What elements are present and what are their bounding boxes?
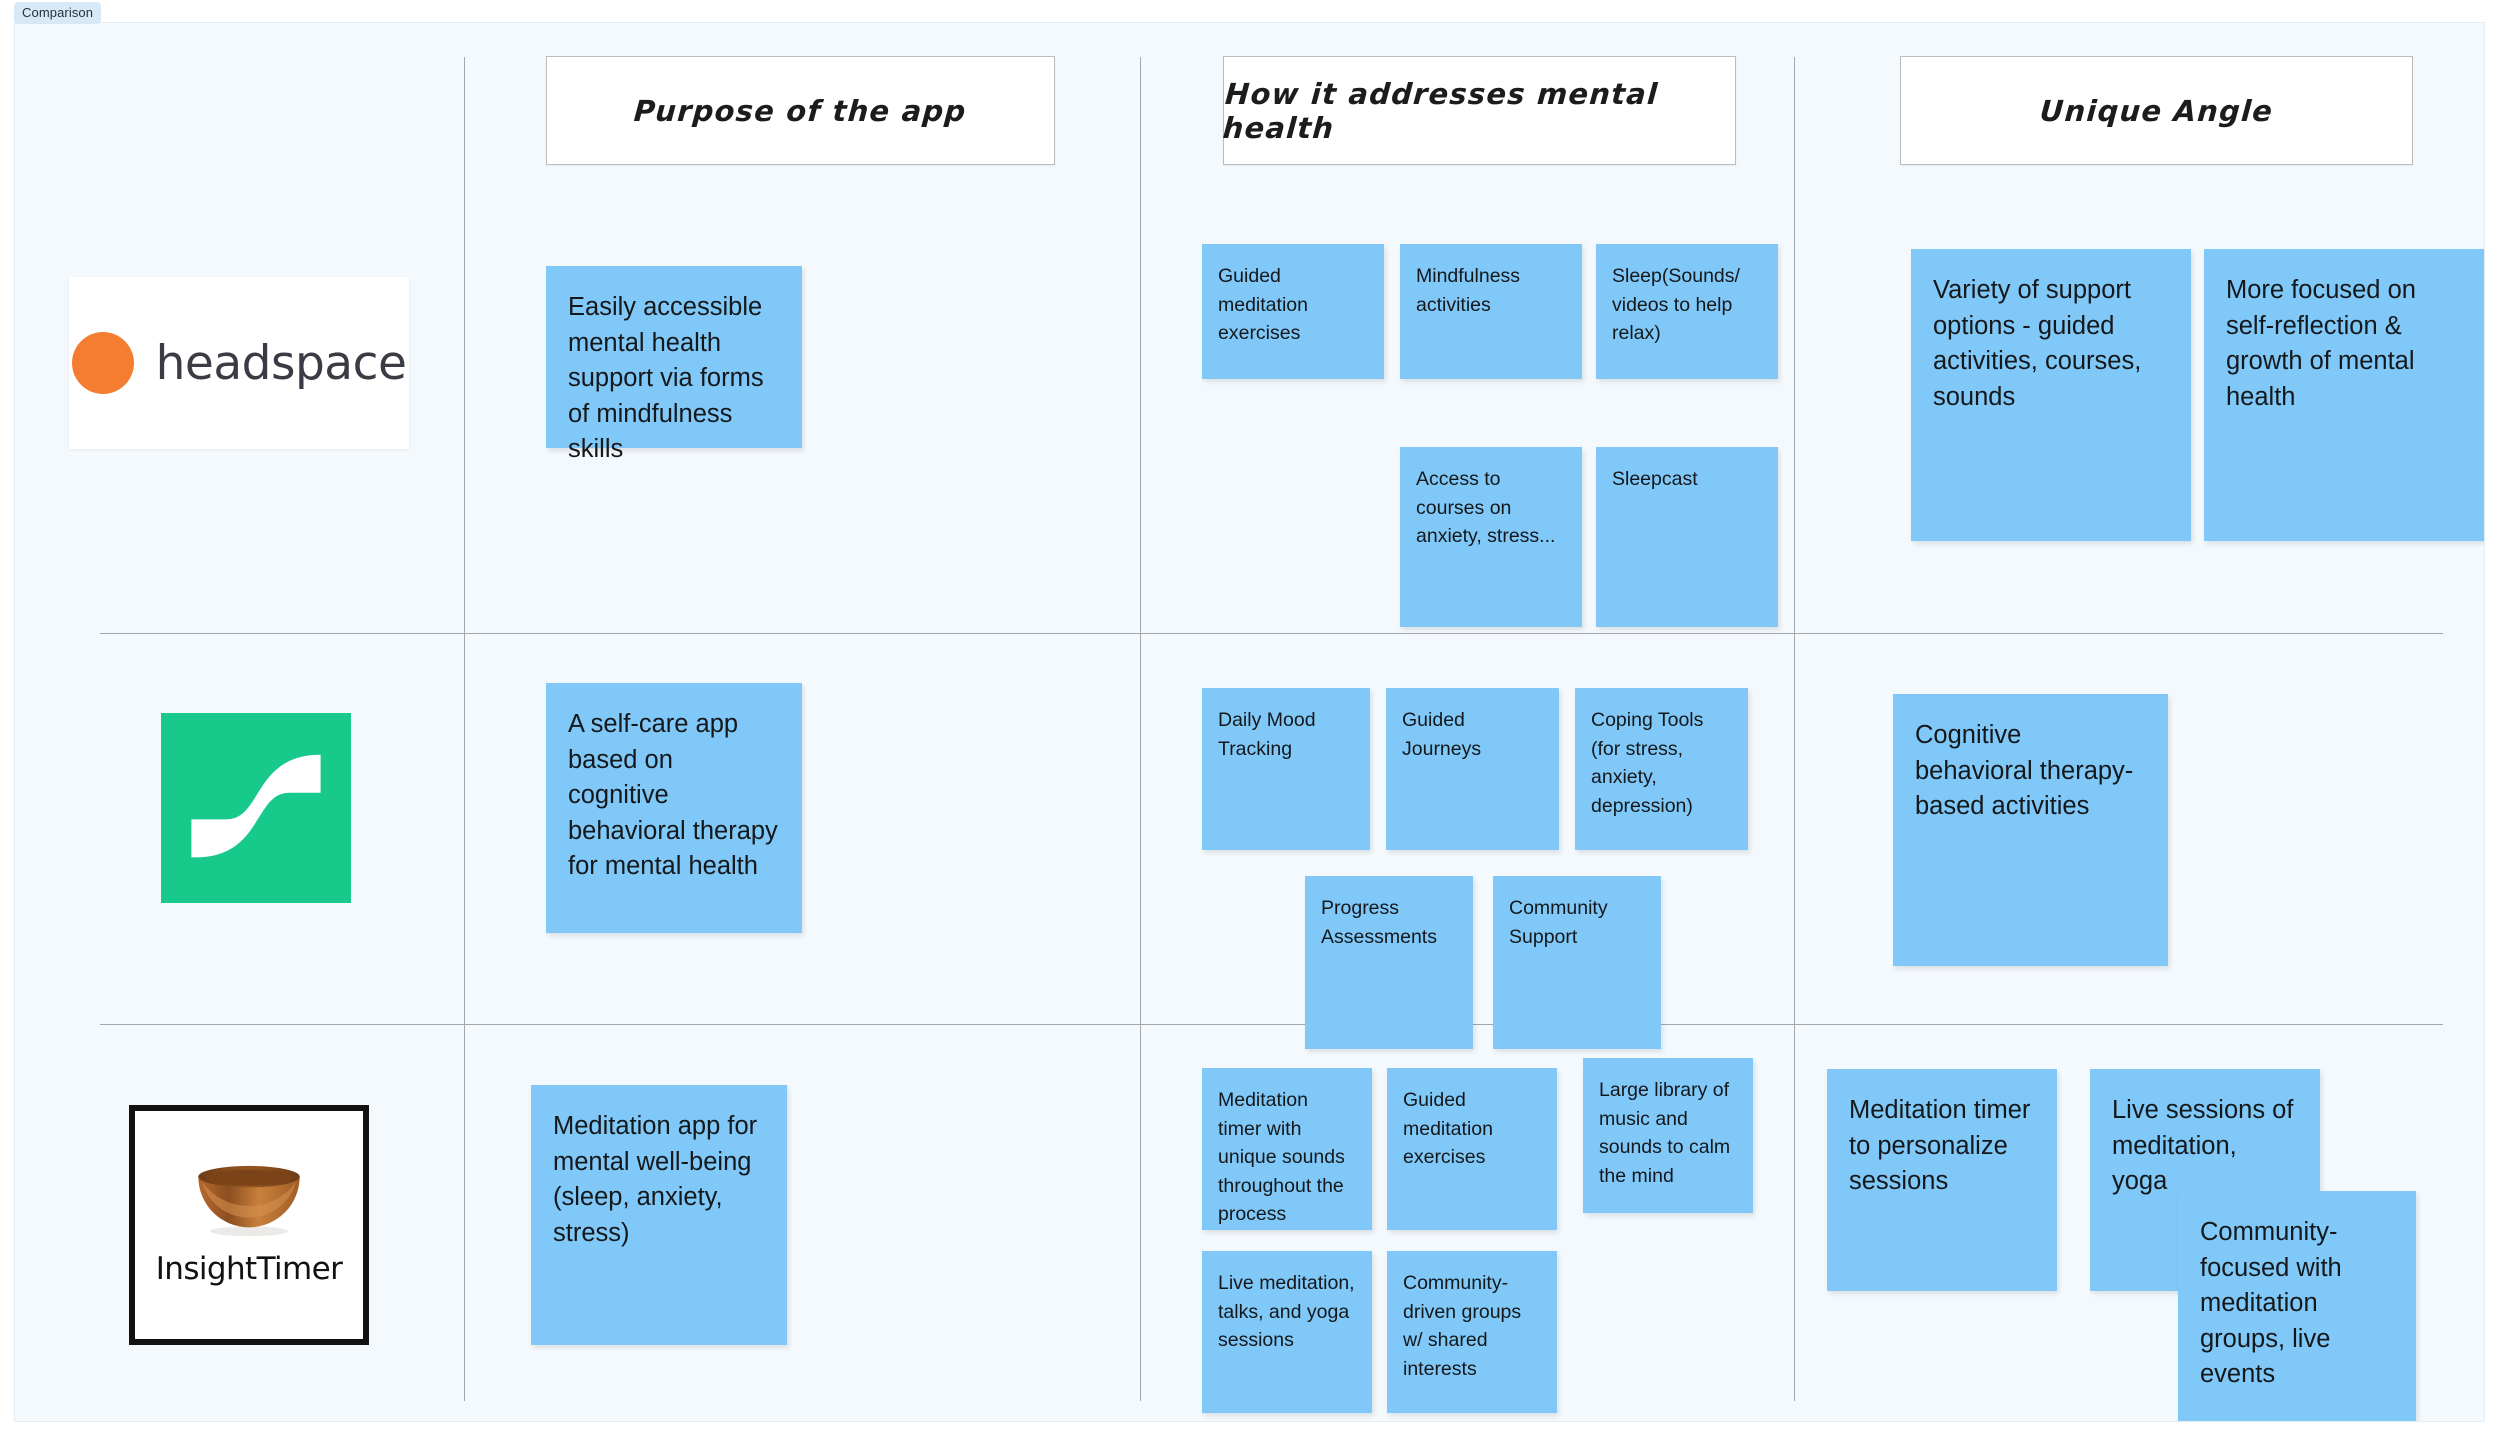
sticky-text: A self-care app based on cognitive behav…: [568, 710, 778, 880]
sticky-text: More focused on self-reflection & growth…: [2226, 276, 2416, 411]
sticky-text: Community Support: [1509, 897, 1608, 948]
sticky-text: Daily Mood Tracking: [1218, 709, 1316, 760]
sticky-text: Cognitive behavioral therapy-based activ…: [1915, 721, 2134, 820]
sticky-text: Large library of music and sounds to cal…: [1599, 1079, 1731, 1187]
sticky-text: Live sessions of meditation, yoga: [2112, 1096, 2294, 1195]
singing-bowl-icon: [190, 1163, 308, 1241]
sticky-text: Coping Tools (for stress, anxiety, depre…: [1591, 709, 1704, 817]
sticky-mh-sanvello-1[interactable]: Daily Mood Tracking: [1202, 688, 1370, 850]
headspace-logo-inner: headspace: [71, 332, 407, 394]
grid-vline-mid: [1140, 57, 1141, 1401]
sticky-mh-sanvello-5[interactable]: Community Support: [1493, 876, 1661, 1049]
sticky-mh-insighttimer-3[interactable]: Large library of music and sounds to cal…: [1583, 1058, 1753, 1213]
sticky-text: Variety of support options - guided acti…: [1933, 276, 2142, 411]
column-header-unique-angle[interactable]: Unique Angle: [1900, 56, 2413, 165]
sticky-ua-headspace-2[interactable]: More focused on self-reflection & growth…: [2204, 249, 2484, 541]
sticky-text: Guided meditation exercises: [1218, 265, 1308, 344]
sticky-mh-insighttimer-4[interactable]: Live meditation, talks, and yoga session…: [1202, 1251, 1372, 1413]
sticky-text: Meditation app for mental well-being (sl…: [553, 1112, 758, 1247]
insighttimer-wordmark: InsightTimer: [155, 1251, 343, 1287]
sticky-text: Meditation timer with unique sounds thro…: [1218, 1089, 1345, 1225]
logo-headspace[interactable]: headspace: [69, 277, 409, 449]
sticky-mh-insighttimer-2[interactable]: Guided meditation exercises: [1387, 1068, 1557, 1230]
sticky-mh-insighttimer-1[interactable]: Meditation timer with unique sounds thro…: [1202, 1068, 1372, 1230]
sticky-mh-insighttimer-5[interactable]: Community-driven groups w/ shared intere…: [1387, 1251, 1557, 1413]
column-header-mental-health-label: How it addresses mental health: [1221, 76, 1660, 145]
sticky-mh-sanvello-2[interactable]: Guided Journeys: [1386, 688, 1559, 850]
sticky-text: Community-focused with meditation groups…: [2200, 1218, 2342, 1388]
sticky-text: Sleepcast: [1612, 468, 1698, 490]
sticky-purpose-sanvello-1[interactable]: A self-care app based on cognitive behav…: [546, 683, 802, 933]
column-header-purpose-label: Purpose of the app: [633, 93, 968, 128]
grid-hline-top: [100, 633, 2443, 634]
sticky-mh-headspace-3[interactable]: Sleep(Sounds/ videos to help relax): [1596, 244, 1778, 379]
sticky-text: Meditation timer to personalize sessions: [1849, 1096, 2031, 1195]
frame-label-comparison[interactable]: Comparison: [14, 2, 102, 24]
sticky-mh-headspace-4[interactable]: Access to courses on anxiety, stress...: [1400, 447, 1582, 627]
sticky-text: Guided Journeys: [1402, 709, 1482, 760]
column-header-purpose[interactable]: Purpose of the app: [546, 56, 1055, 165]
grid-vline-right: [1794, 57, 1795, 1401]
sticky-text: Easily accessible mental health support …: [568, 293, 764, 463]
sanvello-wave-icon: [191, 754, 321, 858]
sticky-text: Sleep(Sounds/ videos to help relax): [1612, 265, 1740, 344]
logo-insighttimer[interactable]: InsightTimer: [129, 1105, 369, 1345]
logo-sanvello[interactable]: [161, 713, 351, 903]
headspace-wordmark: headspace: [155, 335, 407, 391]
sticky-text: Community-driven groups w/ shared intere…: [1403, 1272, 1522, 1380]
sticky-ua-sanvello-1[interactable]: Cognitive behavioral therapy-based activ…: [1893, 694, 2168, 966]
column-header-mental-health[interactable]: How it addresses mental health: [1221, 56, 1736, 165]
sticky-text: Progress Assessments: [1321, 897, 1437, 948]
sticky-mh-sanvello-4[interactable]: Progress Assessments: [1305, 876, 1473, 1049]
sticky-purpose-insighttimer-1[interactable]: Meditation app for mental well-being (sl…: [531, 1085, 787, 1345]
sticky-ua-insighttimer-1[interactable]: Meditation timer to personalize sessions: [1827, 1069, 2057, 1291]
sticky-mh-sanvello-3[interactable]: Coping Tools (for stress, anxiety, depre…: [1575, 688, 1748, 850]
grid-hline-bottom: [100, 1024, 2443, 1025]
column-header-unique-angle-label: Unique Angle: [2038, 93, 2275, 128]
sticky-ua-insighttimer-3[interactable]: Community-focused with meditation groups…: [2178, 1191, 2416, 1421]
sticky-mh-headspace-2[interactable]: Mindfulness activities: [1400, 244, 1582, 379]
headspace-circle-icon: [71, 332, 134, 394]
sticky-text: Mindfulness activities: [1416, 265, 1521, 316]
sticky-text: Live meditation, talks, and yoga session…: [1218, 1272, 1355, 1351]
grid-vline-left: [464, 57, 465, 1401]
sticky-text: Access to courses on anxiety, stress...: [1416, 468, 1556, 547]
sticky-ua-headspace-1[interactable]: Variety of support options - guided acti…: [1911, 249, 2191, 541]
sticky-text: Guided meditation exercises: [1403, 1089, 1493, 1168]
board-canvas[interactable]: Purpose of the app How it addresses ment…: [14, 22, 2485, 1422]
sticky-mh-headspace-5[interactable]: Sleepcast: [1596, 447, 1778, 627]
sticky-purpose-headspace-1[interactable]: Easily accessible mental health support …: [546, 266, 802, 463]
sticky-mh-headspace-1[interactable]: Guided meditation exercises: [1202, 244, 1384, 379]
